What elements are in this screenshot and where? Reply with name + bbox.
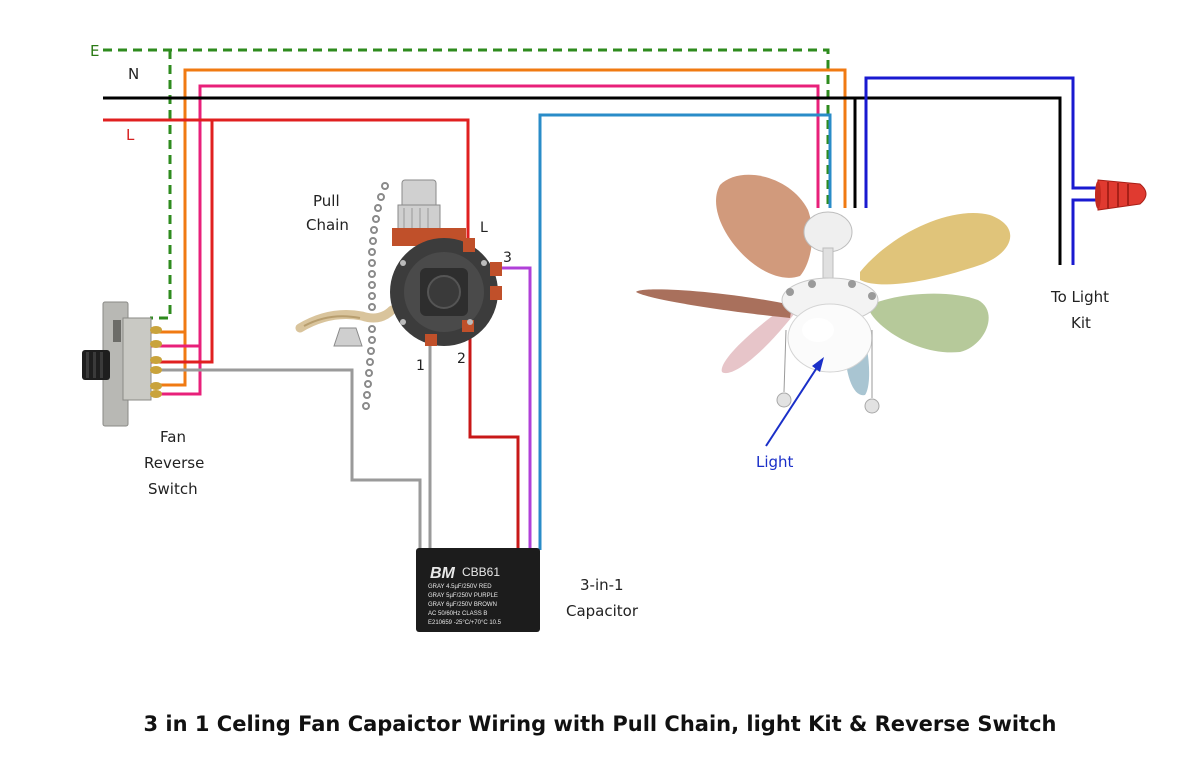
light-kit-label: To Light <box>1050 288 1109 306</box>
light-label: Light <box>756 453 794 471</box>
live-wire <box>103 118 470 240</box>
capacitor-row: AC 50/60Hz CLASS B <box>428 611 487 617</box>
switch-live-label: L <box>480 220 488 236</box>
light-kit-label: Kit <box>1071 314 1091 332</box>
neutral-wire <box>103 96 1062 265</box>
earth-wire-switch <box>150 50 172 320</box>
terminal-2-label: 2 <box>457 351 466 367</box>
capacitor-row: GRAY 5µF/250V PURPLE <box>428 593 498 599</box>
capacitor-label: 3-in-1 <box>580 576 624 594</box>
capacitor-logo: BM <box>430 565 456 582</box>
purple-wire <box>500 266 532 550</box>
reverse-switch-icon <box>82 301 162 427</box>
orange-wire <box>150 68 847 334</box>
pink-wire <box>150 84 820 348</box>
terminal-1-label: 1 <box>416 358 425 374</box>
gray-wire-2 <box>150 368 422 550</box>
live-wire-switch <box>150 120 214 364</box>
capacitor-row: GRAY 4.5µF/250V RED <box>428 584 492 590</box>
reverse-switch-label: Fan <box>160 428 186 446</box>
terminal-3-label: 3 <box>503 250 512 266</box>
blue-wire-2 <box>1071 198 1098 265</box>
capacitor-label: Capacitor <box>566 602 639 620</box>
reverse-switch-label: Switch <box>148 480 198 498</box>
capacitor-row: GRAY 6µF/250V BROWN <box>428 602 497 608</box>
earth-label: E <box>90 42 99 60</box>
labels: E N L Pull Chain L 3 1 2 Fan Reverse Swi… <box>90 42 1109 620</box>
live-label: L <box>126 126 135 144</box>
dark-red-wire <box>468 330 520 550</box>
pull-chain-label: Pull <box>313 192 340 210</box>
blue-wire <box>864 76 1098 208</box>
pull-chain-switch-icon <box>295 179 502 410</box>
diagram-title: 3 in 1 Celing Fan Capaictor Wiring with … <box>144 712 1057 736</box>
pull-chain-label: Chain <box>306 216 349 234</box>
wires <box>103 48 1098 550</box>
earth-wire <box>103 48 830 205</box>
capacitor-icon: BM CBB61 GRAY 4.5µF/250V RED GRAY 5µF/25… <box>416 548 540 632</box>
capacitor-model: CBB61 <box>462 565 500 579</box>
reverse-switch-label: Reverse <box>144 454 204 472</box>
fan-blade <box>870 293 989 353</box>
ceiling-fan-icon <box>636 174 1011 414</box>
fan-blade <box>716 174 813 278</box>
light-arrow-icon <box>765 357 824 447</box>
fan-blade <box>636 289 792 318</box>
fan-blade <box>860 213 1011 285</box>
capacitor-row: E210659 -25°C/+70°C 10.5 <box>428 620 502 626</box>
cyan-wire <box>538 113 832 550</box>
neutral-label: N <box>128 65 139 83</box>
wire-nut-icon <box>1095 179 1147 211</box>
